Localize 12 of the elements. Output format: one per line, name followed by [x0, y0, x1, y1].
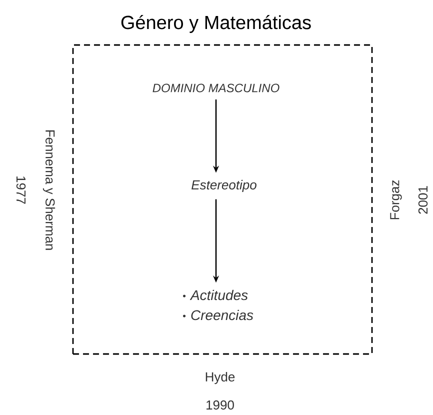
author-label: 2001 [418, 186, 428, 214]
author-label: 1977 [16, 176, 26, 204]
author-label: Forgaz [390, 180, 402, 220]
author-label: 1990 [206, 400, 234, 410]
heading: Género y Matemáticas [121, 15, 311, 33]
bullet-list: Actitudes Creencias [183, 290, 254, 320]
author-label: Fennema y Sherman [42, 130, 56, 250]
node-label: Actitudes [190, 290, 248, 300]
item-text: Estereotipo [192, 180, 256, 192]
item-text: DOMINIO MASCULINO [152, 84, 280, 92]
node-label: Creencias [191, 310, 254, 320]
author-label: Hyde [206, 372, 235, 384]
